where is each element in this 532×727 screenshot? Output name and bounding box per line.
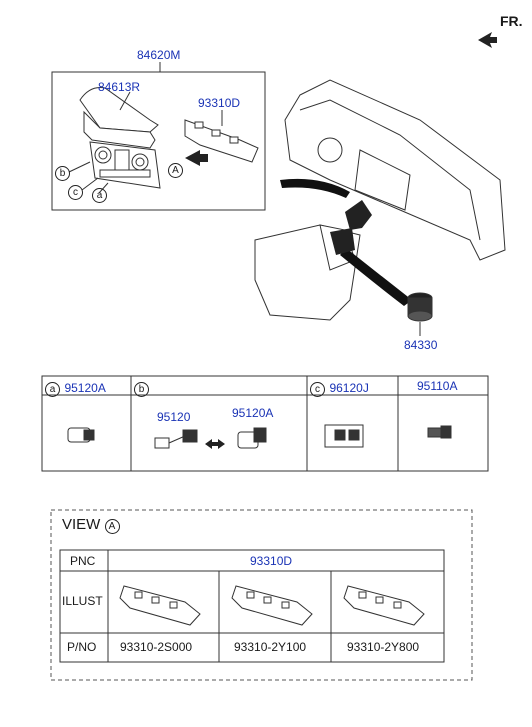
knob-drawing <box>407 292 433 322</box>
table-col-d-part[interactable]: 95110A <box>417 379 458 393</box>
pnc-label: PNC <box>70 554 96 568</box>
front-direction-label: FR. <box>500 13 523 29</box>
b-part-95120[interactable]: 95120 <box>157 410 191 424</box>
connector-95120A-b-drawing <box>237 427 267 449</box>
table-col-c-ref: c <box>310 382 325 397</box>
socket-96120J-drawing <box>324 424 364 448</box>
switch-2Y800-drawing <box>343 585 425 626</box>
bulb-95110A-drawing <box>427 425 452 439</box>
center-panel-drawing <box>79 87 161 189</box>
table-col-a-ref: a <box>45 382 60 397</box>
table-col-a-header: a 95120A <box>45 379 106 397</box>
callout-c[interactable]: c <box>68 185 83 200</box>
view-title-marker: A <box>104 519 120 534</box>
illust-label: ILLUST <box>62 594 103 608</box>
callout-b[interactable]: b <box>55 166 70 181</box>
switch-2Y100-drawing <box>231 585 313 626</box>
table-col-c-part[interactable]: 96120J <box>329 381 369 395</box>
table-col-b-ref: b <box>134 382 149 397</box>
connector-95120A-drawing <box>67 427 95 443</box>
part-number-1[interactable]: 93310-2S000 <box>120 640 193 654</box>
pno-label: P/NO <box>67 640 97 654</box>
knob-part-label[interactable]: 84330 <box>404 338 438 352</box>
callout-a[interactable]: a <box>92 188 107 203</box>
pnc-value[interactable]: 93310D <box>250 554 293 568</box>
parts-table-lines <box>41 375 489 472</box>
view-title-text: VIEW <box>62 516 101 533</box>
view-marker-a[interactable]: A <box>168 163 183 178</box>
part-number-2[interactable]: 93310-2Y100 <box>234 640 307 654</box>
table-col-b-header: b <box>134 379 149 397</box>
view-title: VIEW A <box>62 516 120 534</box>
part-number-3[interactable]: 93310-2Y800 <box>347 640 420 654</box>
view-table-lines <box>59 549 445 663</box>
panel-part-label[interactable]: 84613R <box>98 80 141 94</box>
switch-drawing <box>184 119 259 163</box>
front-arrow-icon <box>478 32 497 48</box>
table-col-c-header: c 96120J <box>310 379 369 397</box>
connector-95120-drawing <box>154 429 198 449</box>
table-col-a-part[interactable]: 95120A <box>64 381 106 395</box>
dashboard-drawing <box>254 79 506 321</box>
switch-2S000-drawing <box>119 585 201 626</box>
switch-part-label[interactable]: 93310D <box>198 96 241 110</box>
assembly-part-label[interactable]: 84620M <box>137 48 181 62</box>
b-part-95120A[interactable]: 95120A <box>232 406 274 420</box>
